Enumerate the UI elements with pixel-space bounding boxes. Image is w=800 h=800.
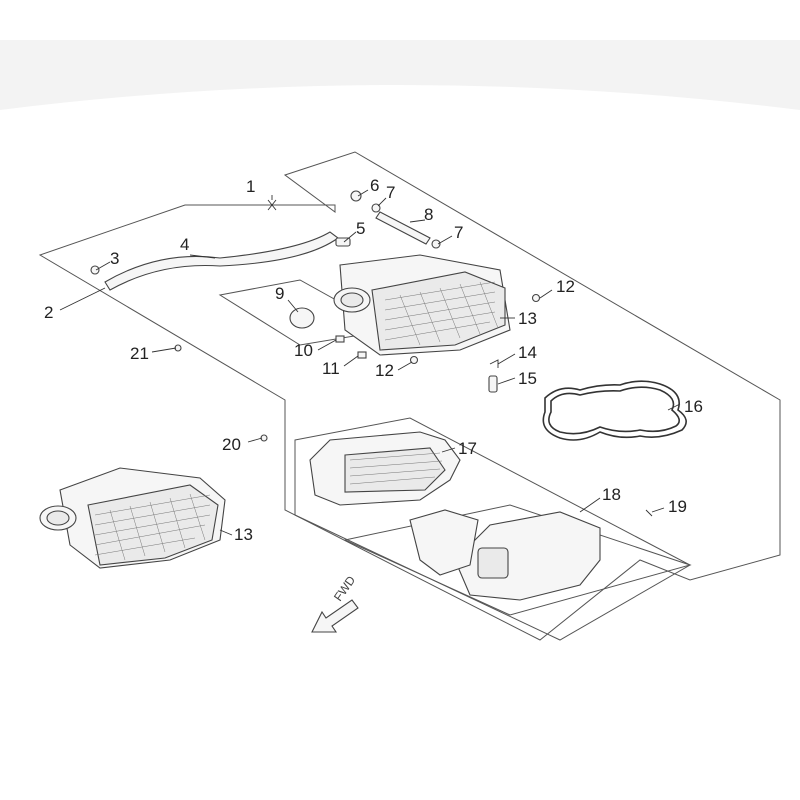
callout-9: 9 — [275, 284, 284, 303]
callout-13-lower: 13 — [234, 525, 253, 544]
callout-18: 18 — [602, 485, 621, 504]
fwd-arrow — [311, 599, 359, 633]
part-14-clip — [489, 359, 499, 368]
part-18-case — [409, 509, 601, 601]
callout-20: 20 — [222, 435, 241, 454]
callout-3: 3 — [110, 249, 119, 268]
part-11-bolt — [357, 351, 367, 359]
part-13-airbox-upper — [333, 254, 511, 356]
callout-7-upper: 7 — [386, 183, 395, 202]
callout-17: 17 — [458, 439, 477, 458]
part-16-gasket — [542, 380, 687, 441]
part-7-clamp-lower — [431, 239, 441, 249]
top-band — [0, 40, 800, 110]
part-13-airbox-assembled — [39, 467, 226, 569]
part-15-plug — [488, 375, 498, 393]
fwd-label: FWD — [331, 573, 358, 604]
part-19-screw — [645, 509, 653, 517]
leader-lines — [59, 189, 681, 536]
callout-14: 14 — [518, 343, 537, 362]
callout-19: 19 — [668, 497, 687, 516]
callout-7-lower: 7 — [454, 223, 463, 242]
callout-13-upper: 13 — [518, 309, 537, 328]
part-10-bolt — [335, 335, 345, 343]
part-3-clamp — [90, 265, 100, 275]
part-12-nut-upper — [531, 293, 541, 303]
part-17-filter — [309, 431, 461, 506]
callout-12-lower: 12 — [375, 361, 394, 380]
part-16-gasket-inner — [548, 386, 680, 435]
group-frame-filter — [294, 417, 692, 641]
callout-4: 4 — [180, 235, 189, 254]
callout-2: 2 — [44, 303, 53, 322]
part-6-cap — [350, 190, 362, 202]
callout-10: 10 — [294, 341, 313, 360]
callout-15: 15 — [518, 369, 537, 388]
callout-6: 6 — [370, 176, 379, 195]
callout-12-upper: 12 — [556, 277, 575, 296]
callout-5: 5 — [356, 219, 365, 238]
callout-1: 1 — [246, 177, 255, 196]
part-9-clamp — [289, 307, 315, 329]
callout-11: 11 — [322, 359, 340, 378]
part-1-clip — [267, 199, 277, 211]
callout-21: 21 — [130, 344, 149, 363]
callout-8: 8 — [424, 205, 433, 224]
callout-16: 16 — [684, 397, 703, 416]
group-frame-main — [38, 151, 781, 641]
part-12-nut-lower — [409, 355, 419, 365]
part-8-tube — [375, 211, 431, 245]
